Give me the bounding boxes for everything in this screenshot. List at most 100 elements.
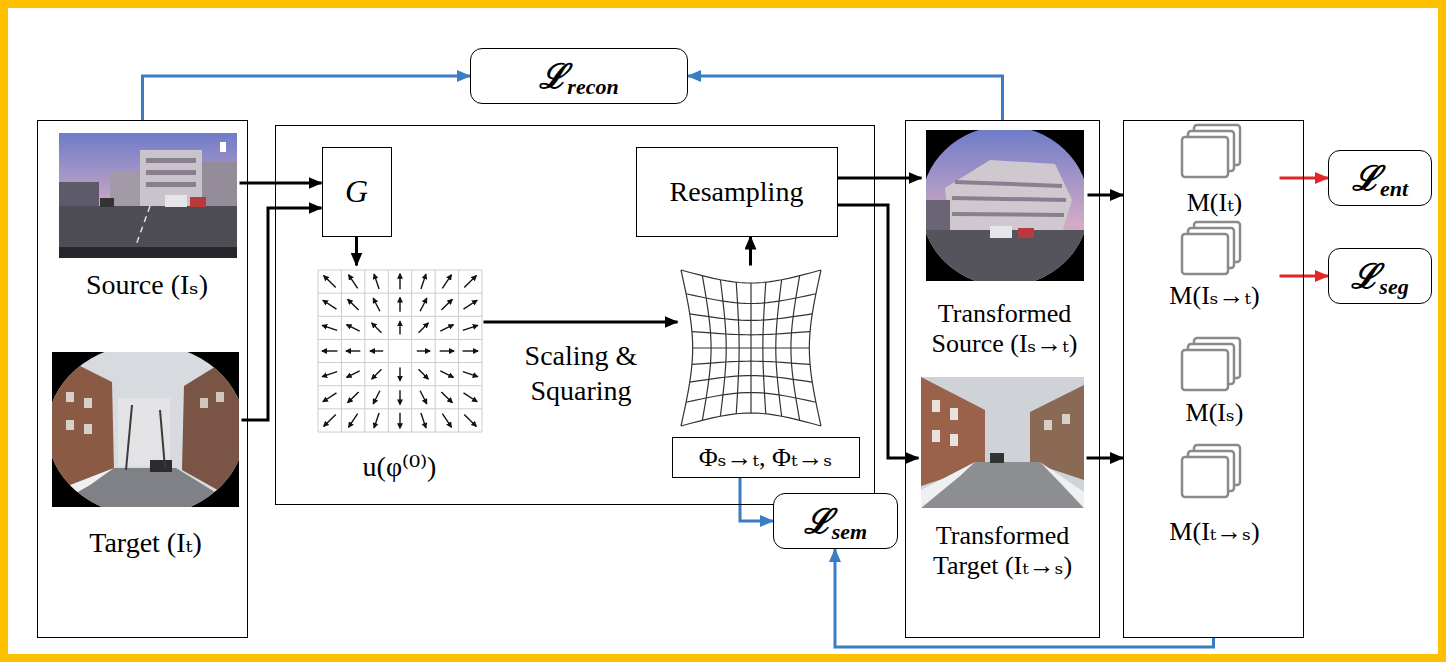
field-arrow xyxy=(440,371,453,377)
field-arrow xyxy=(322,325,337,330)
node-text: Φₛ→ₜ, Φₜ→ₛ xyxy=(699,442,832,473)
prediction-panel: M(Iₜ) M(Iₛ→ₜ) M(Iₛ) M(Iₜ→ₛ) xyxy=(1123,120,1304,638)
loss-subscript: seg xyxy=(1379,274,1408,299)
loss-box: ℒent xyxy=(1328,150,1432,206)
field-arrow xyxy=(372,369,382,379)
field-arrow xyxy=(442,414,451,427)
loss-subscript: sem xyxy=(832,519,867,544)
field-arrow xyxy=(442,275,451,288)
field-arrow xyxy=(324,414,336,426)
source-photo xyxy=(59,133,237,258)
node-text: ℒrecon xyxy=(539,52,618,100)
illustration-part xyxy=(926,130,1084,281)
illustration-part xyxy=(926,130,1084,281)
field-gridline xyxy=(318,408,482,409)
transformed-source-photo xyxy=(926,130,1084,281)
velocity-field-figure xyxy=(318,270,482,432)
loss-box: ℒseg xyxy=(1328,248,1432,304)
illustration-part xyxy=(950,408,958,420)
field-gridline xyxy=(318,316,482,317)
warped-gridline xyxy=(692,361,810,364)
field-arrow xyxy=(421,413,426,428)
field-arrow xyxy=(399,298,400,312)
illustration-part xyxy=(52,352,239,507)
field-arrow xyxy=(322,350,338,351)
illustration-part xyxy=(52,352,239,507)
node-text: M(Iₛ) xyxy=(1150,398,1280,428)
connector-arrow xyxy=(143,76,471,120)
transformed-source: Transformed Source (Iₛ→ₜ) xyxy=(922,127,1088,359)
illustration-part xyxy=(100,198,114,207)
node-label: u(φ⁽⁰⁾) xyxy=(316,451,484,483)
illustration-part xyxy=(150,460,172,472)
field-arrow xyxy=(440,350,454,351)
input-panel: Source (Iₛ)Target (Iₜ) xyxy=(37,120,248,638)
node-text: Transformed Source (Iₛ→ₜ) xyxy=(922,299,1088,359)
field-gridline xyxy=(388,270,389,432)
prediction-stack: M(Iₛ) xyxy=(1150,334,1280,428)
field-arrow xyxy=(464,300,478,309)
illustration-part xyxy=(200,398,208,408)
field-arrow xyxy=(370,350,383,351)
connector-arrow xyxy=(1087,457,1124,460)
field-arrow xyxy=(348,299,359,310)
field-arrow xyxy=(322,372,337,377)
node-label: Φₛ→ₜ, Φₜ→ₛ xyxy=(699,443,832,472)
field-gridline xyxy=(482,270,483,432)
field-arrow xyxy=(373,298,380,311)
feature-map-layer xyxy=(1182,137,1228,177)
field-arrow xyxy=(347,371,360,377)
illustration-part xyxy=(59,133,237,258)
field-arrow xyxy=(399,368,400,381)
illustration-part xyxy=(146,182,196,187)
node-label: M(Iₛ) xyxy=(1150,398,1280,428)
connector-arrow xyxy=(688,76,1003,120)
node-text: M(Iₛ→ₜ) xyxy=(1150,281,1280,311)
illustration-part xyxy=(216,392,224,402)
field-arrow xyxy=(348,392,359,403)
node-text: M(Iₜ→ₛ) xyxy=(1150,517,1280,547)
field-arrow xyxy=(347,325,360,331)
node-label: ℒ xyxy=(1351,258,1379,295)
field-gridline xyxy=(341,270,342,432)
field-gridline xyxy=(458,270,459,432)
loss-box: ℒsem xyxy=(773,493,898,549)
field-gridline xyxy=(411,270,412,432)
node-text: Transformed Target (Iₜ→ₛ) xyxy=(919,521,1087,581)
illustration-part xyxy=(146,158,196,163)
generator-panel: Gu(φ⁽⁰⁾)ResamplingΦₛ→ₜ, Φₜ→ₛ xyxy=(275,125,875,505)
illustration-part xyxy=(84,424,92,434)
node-text: ℒsem xyxy=(804,497,867,545)
field-arrow xyxy=(421,274,426,289)
illustration-part xyxy=(1018,228,1034,238)
illustration-part xyxy=(926,130,1084,281)
field-arrow xyxy=(374,413,379,428)
field-arrow xyxy=(420,298,427,311)
frame-border xyxy=(4,4,1442,658)
warped-gridline xyxy=(809,270,821,426)
connector-arrow xyxy=(484,321,678,324)
illustration-part xyxy=(932,430,940,442)
prediction-stack: M(Iₜ) xyxy=(1150,124,1280,218)
illustration-part xyxy=(59,182,99,206)
feature-map-layer xyxy=(1182,234,1228,274)
connector-arrow xyxy=(838,205,919,458)
node-label: Target (Iₜ) xyxy=(50,527,242,559)
transformed-target: Transformed Target (Iₜ→ₛ) xyxy=(919,374,1087,581)
connector-arrow xyxy=(240,182,322,185)
illustration-part xyxy=(202,162,237,206)
node-text: ℒent xyxy=(1352,154,1408,202)
illustration-part xyxy=(52,468,114,507)
field-arrow xyxy=(373,391,380,404)
loss-subscript: ent xyxy=(1380,176,1408,201)
field-arrow xyxy=(419,369,429,379)
feature-map-layer xyxy=(1182,350,1228,390)
field-arrow xyxy=(399,274,400,289)
field-arrow xyxy=(441,392,452,403)
field-gridline xyxy=(364,270,365,432)
field-arrow xyxy=(441,299,452,310)
illustration-part xyxy=(1044,420,1052,430)
illustration-part xyxy=(950,434,958,446)
